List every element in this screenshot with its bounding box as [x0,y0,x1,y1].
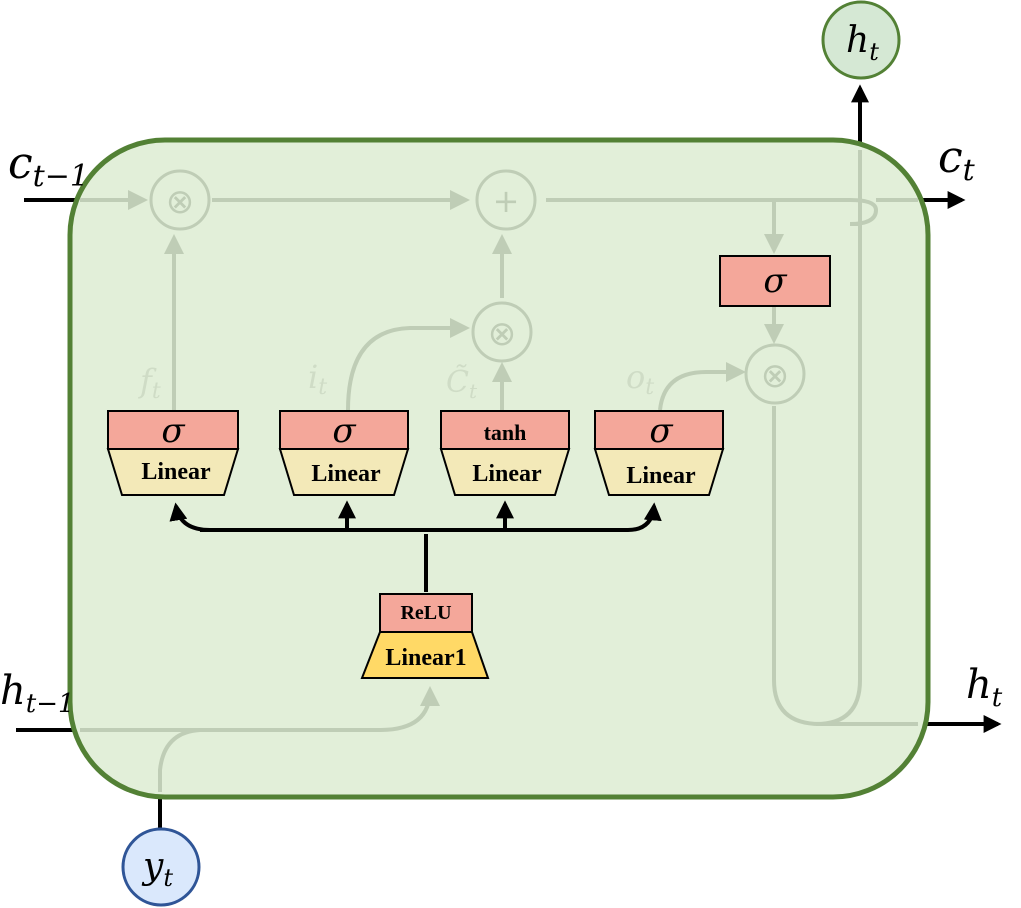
shared-input-connections [169,500,662,592]
h-output-node: ht [821,0,901,80]
y-input-label: yt [141,846,173,892]
h-up-line [815,150,862,726]
multiply-symbol: ⊗ [761,356,790,396]
output-gate-line [658,362,746,411]
h-next-label: ht [966,662,1003,713]
sigma-label: σ [763,261,787,301]
bus-to-forget-gate [169,502,211,532]
input-gate-line [346,318,470,411]
candidate-block: tanh Linear [439,410,571,496]
output-gate-block: σ Linear [593,410,725,496]
tanh-label: tanh [484,420,527,445]
linear-label: Linear [311,461,381,487]
linear-label: Linear [141,459,211,485]
relu-label: ReLU [400,602,451,624]
multiply-symbol: ⊗ [166,182,195,222]
input-gate-label: it [308,358,327,400]
sigma-label: σ [161,411,185,451]
add-op: + [475,169,537,231]
internal-connections [80,150,918,792]
bus-to-output-gate [200,502,662,532]
input-gate-block: σ Linear [278,410,410,496]
sigma-label: σ [649,411,673,451]
h-prev-label: ht−1 [0,668,75,719]
add-symbol: + [493,182,520,220]
linear1-label: Linear1 [385,645,466,671]
forget-gate-block: σ Linear [106,410,240,496]
h-output-label: ht [846,20,879,66]
y-input-node: yt [121,827,201,907]
c-prev-label: ct−1 [8,138,89,194]
input-multiply-op: ⊗ [471,301,533,363]
forget-multiply-op: ⊗ [149,169,211,231]
h-prev-to-linear1-line [80,686,440,732]
linear-label: Linear [626,463,696,489]
multiply-symbol: ⊗ [488,314,517,354]
output-multiply-op: ⊗ [744,343,806,405]
c-next-label: ct [938,132,976,188]
candidate-label: C̃t [446,365,478,403]
sigma-label: σ [332,411,356,451]
shared-encoder-block: ReLU Linear1 [360,593,490,679]
y-to-h-merge-line [158,728,201,792]
output-sigma-block: σ [719,255,831,307]
output-gate-label: ot [626,358,654,400]
linear-label: Linear [472,461,542,487]
